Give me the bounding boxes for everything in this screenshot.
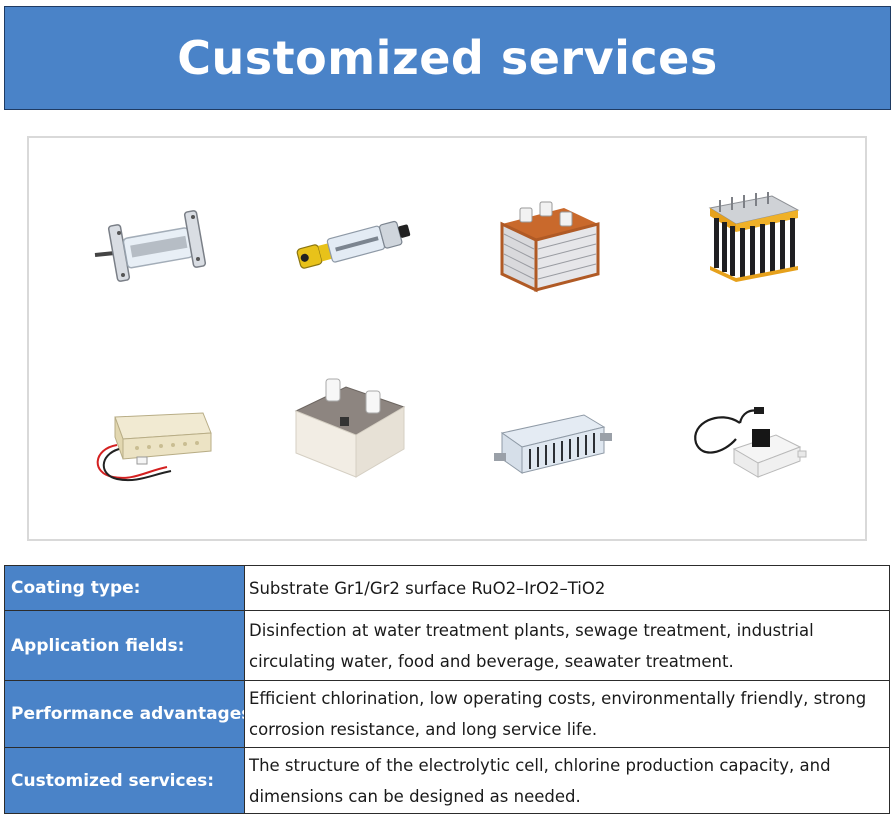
product-image-8 [680, 388, 820, 498]
spec-value: The structure of the electrolytic cell, … [244, 747, 890, 814]
spec-label: Application fields: [4, 610, 245, 681]
compact-cell-with-cable-icon [694, 407, 807, 478]
product-image-5 [87, 388, 227, 498]
page-title: Customized services [177, 31, 718, 85]
specs-table: Coating type: Substrate Gr1/Gr2 surface … [4, 565, 890, 814]
table-row: Coating type: Substrate Gr1/Gr2 surface … [4, 565, 890, 611]
spec-value: Disinfection at water treatment plants, … [244, 610, 890, 681]
spec-label: Coating type: [4, 565, 245, 611]
product-image-2 [282, 186, 422, 296]
transparent-tubular-cell-icon [94, 210, 207, 282]
spec-label: Customized services: [4, 747, 245, 814]
white-block-cell-icon [294, 378, 406, 478]
spec-value: Substrate Gr1/Gr2 surface RuO2–IrO2–TiO2 [244, 565, 890, 611]
table-row: Application fields: Disinfection at wate… [4, 610, 890, 681]
copper-plate-stack-cell-icon [500, 201, 600, 293]
finned-electrode-module-icon [708, 192, 800, 282]
spec-label: Performance advantages [4, 680, 245, 748]
product-image-6 [282, 378, 422, 488]
product-image-1 [87, 192, 227, 302]
product-gallery [27, 136, 867, 541]
product-image-3 [480, 194, 620, 304]
spec-value: Efficient chlorination, low operating co… [244, 680, 890, 748]
transparent-plate-stack-cell-icon [494, 414, 612, 474]
title-banner: Customized services [4, 6, 891, 110]
wired-plate-cell-icon [96, 412, 212, 481]
product-image-7 [480, 388, 620, 498]
table-row: Customized services: The structure of th… [4, 747, 890, 814]
yellow-tubular-cell-icon [296, 220, 411, 269]
table-row: Performance advantages Efficient chlorin… [4, 680, 890, 748]
product-image-4 [680, 184, 820, 294]
